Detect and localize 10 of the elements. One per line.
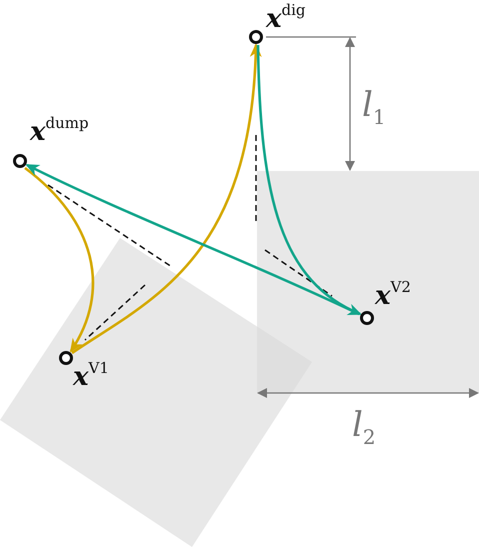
curved-arrow <box>25 164 360 316</box>
dimension-label: l$_{2}$ <box>352 408 376 447</box>
curved-arrow <box>256 44 362 316</box>
dimension-label: l$_{1}$ <box>362 88 386 127</box>
point-label: x$^{dump}$ <box>30 116 89 145</box>
point-label: x$^{V1}$ <box>73 361 109 390</box>
point-label: x$^{V2}$ <box>375 280 411 309</box>
curved-arrow <box>71 43 262 354</box>
point-label: x$^{dig}$ <box>266 3 306 32</box>
curved-arrow <box>24 167 94 353</box>
